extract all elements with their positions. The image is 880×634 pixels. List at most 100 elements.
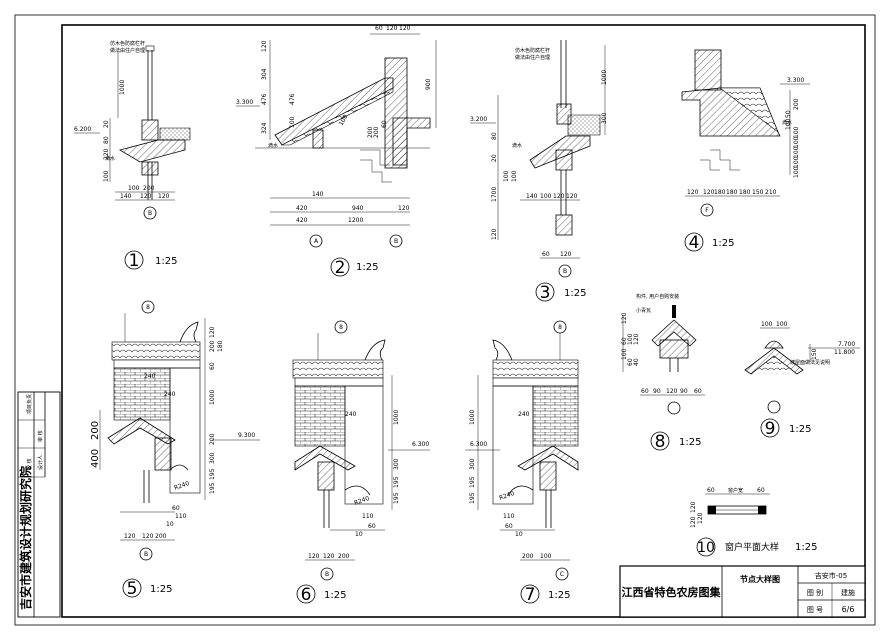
svg-text:200: 200 — [155, 533, 167, 540]
svg-text:240: 240 — [144, 373, 156, 380]
svg-text:40: 40 — [633, 358, 640, 366]
svg-text:1000: 1000 — [393, 410, 400, 425]
detail-7: 8 240 R240 6.300 1000 300 195 195 110 10… — [465, 320, 579, 605]
svg-text:120: 120 — [261, 40, 268, 52]
svg-text:60: 60 — [627, 358, 634, 366]
svg-text:B: B — [144, 551, 148, 558]
svg-text:坡屋面做法见说明: 坡屋面做法见说明 — [790, 359, 830, 366]
detail-9-scale: 1:25 — [789, 424, 811, 435]
svg-text:140: 140 — [312, 191, 324, 198]
svg-text:120: 120 — [553, 193, 565, 200]
svg-text:100: 100 — [511, 170, 518, 182]
svg-text:做法由住户自理: 做法由住户自理 — [110, 47, 145, 54]
detail-4: 3.300 200 100 100 100 100 100 50 100 滴水 … — [681, 49, 810, 253]
category-label: 图 别 — [807, 588, 823, 597]
svg-text:100: 100 — [793, 126, 800, 138]
svg-text:240: 240 — [518, 411, 530, 418]
svg-text:195: 195 — [209, 468, 216, 480]
svg-text:200: 200 — [793, 98, 800, 110]
svg-text:仿木色防腐栏杆: 仿木色防腐栏杆 — [110, 40, 145, 47]
svg-text:200: 200 — [338, 553, 350, 560]
svg-text:300: 300 — [601, 112, 608, 124]
svg-text:10: 10 — [515, 531, 523, 538]
svg-text:90: 90 — [653, 388, 661, 395]
svg-text:R240: R240 — [173, 480, 190, 492]
svg-text:滴水: 滴水 — [782, 119, 792, 126]
svg-text:构件, 用户自购安装: 构件, 用户自购安装 — [636, 293, 679, 300]
svg-text:195: 195 — [209, 482, 216, 494]
svg-text:120: 120 — [398, 205, 410, 212]
detail-2-scale: 1:25 — [356, 262, 378, 273]
svg-text:7.700: 7.700 — [838, 341, 855, 348]
svg-text:6.300: 6.300 — [470, 441, 487, 448]
drawing-name: 节点大样图 — [740, 574, 780, 584]
svg-text:100: 100 — [785, 118, 792, 130]
svg-text:180: 180 — [217, 340, 224, 352]
detail-9-number: 9 — [765, 419, 776, 439]
detail-3-scale: 1:25 — [564, 288, 586, 299]
svg-text:B: B — [394, 238, 398, 245]
svg-text:100: 100 — [793, 146, 800, 158]
svg-text:120: 120 — [124, 533, 136, 540]
svg-text:100: 100 — [540, 553, 552, 560]
svg-text:8: 8 — [339, 324, 343, 331]
svg-text:200: 200 — [522, 553, 534, 560]
svg-text:100: 100 — [776, 321, 788, 328]
svg-text:150: 150 — [752, 189, 764, 196]
detail-10-number: 10 — [697, 540, 715, 556]
svg-text:10: 10 — [166, 521, 174, 528]
svg-text:C: C — [560, 571, 564, 578]
detail-1-scale: 1:25 — [155, 256, 177, 267]
svg-text:120: 120 — [142, 533, 154, 540]
svg-text:60: 60 — [542, 251, 550, 258]
svg-text:420: 420 — [296, 217, 308, 224]
svg-text:120: 120 — [621, 312, 628, 324]
detail-8-scale: 1:25 — [679, 437, 701, 448]
svg-text:60: 60 — [505, 523, 513, 530]
svg-text:940: 940 — [352, 205, 364, 212]
svg-text:120: 120 — [158, 193, 170, 200]
svg-text:120: 120 — [697, 512, 704, 524]
svg-text:50: 50 — [785, 110, 792, 118]
svg-text:100: 100 — [103, 170, 110, 182]
detail-3-number: 3 — [540, 283, 551, 303]
svg-text:120: 120 — [386, 25, 398, 32]
svg-text:120: 120 — [140, 193, 152, 200]
svg-text:200: 200 — [209, 433, 216, 445]
svg-text:1000: 1000 — [209, 390, 216, 405]
svg-text:B: B — [325, 571, 329, 578]
svg-text:120: 120 — [323, 553, 335, 560]
svg-text:80: 80 — [103, 136, 110, 144]
detail-10-title: 窗户平面大样 — [725, 541, 779, 553]
detail-5: 8 240 240 R240 9.300 120 200 180 60 1000… — [90, 300, 260, 599]
detail-5-scale: 1:25 — [150, 584, 172, 595]
svg-text:6.300: 6.300 — [412, 441, 429, 448]
left-title-strip: 吉安市建筑设计规划研究院 设计人 校 核 审 核 项目负责 — [17, 391, 61, 618]
detail-6-number: 6 — [301, 585, 312, 605]
svg-text:210: 210 — [765, 189, 777, 196]
svg-text:200: 200 — [143, 185, 155, 192]
outer-border — [14, 14, 876, 626]
svg-text:A: A — [314, 238, 319, 245]
svg-text:8: 8 — [146, 304, 150, 311]
detail-6-scale: 1:25 — [324, 590, 346, 601]
detail-2: 3.300 60 120 120 120 304 476 324 476 100… — [236, 25, 437, 278]
svg-text:10: 10 — [355, 531, 363, 538]
svg-text:180: 180 — [726, 189, 738, 196]
detail-7-number: 7 — [525, 585, 536, 605]
svg-text:1000: 1000 — [469, 410, 476, 425]
detail-10-scale: 1:25 — [795, 542, 817, 553]
svg-text:324: 324 — [261, 122, 268, 134]
svg-text:120: 120 — [399, 25, 411, 32]
svg-text:80: 80 — [491, 132, 498, 140]
category-value: 建施 — [841, 588, 855, 597]
detail-10: 60 窗户宽 60 120 120 120 10 窗户平面大样 1:25 — [690, 487, 817, 557]
svg-text:小青瓦: 小青瓦 — [636, 307, 651, 314]
svg-text:100: 100 — [503, 170, 510, 182]
svg-text:60: 60 — [368, 523, 376, 530]
svg-text:120: 120 — [566, 193, 578, 200]
svg-text:60: 60 — [381, 120, 388, 128]
number-value: 6/6 — [842, 605, 855, 614]
svg-text:220: 220 — [103, 148, 110, 160]
svg-text:200: 200 — [90, 421, 101, 440]
